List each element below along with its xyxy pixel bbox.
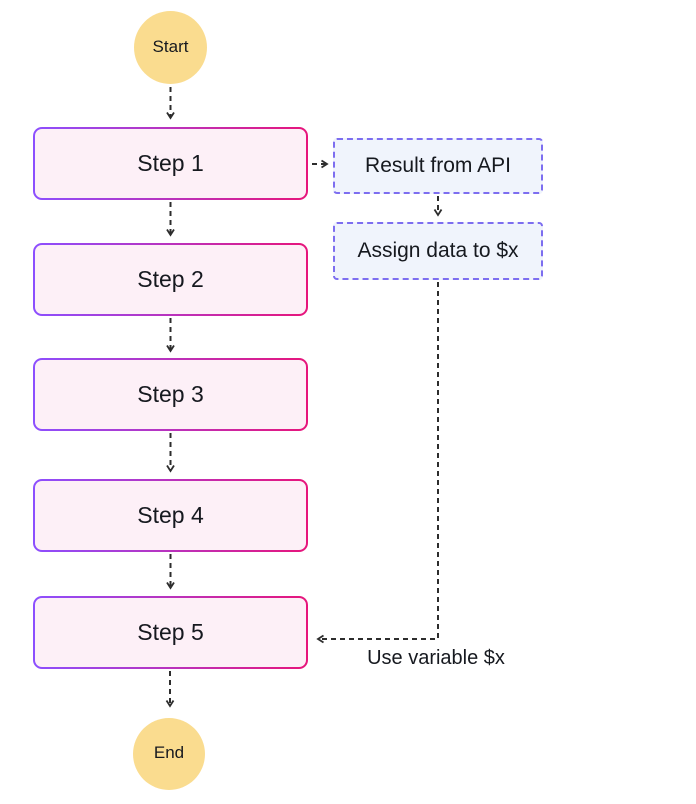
step-3-label: Step 3	[35, 360, 306, 429]
step-4-node: Step 4	[33, 479, 308, 552]
step-1-label: Step 1	[35, 129, 306, 198]
step-5-node: Step 5	[33, 596, 308, 669]
step-5-label: Step 5	[35, 598, 306, 667]
use-variable-edge-label: Use variable $x	[367, 647, 505, 669]
assign-data-node: Assign data to $x	[333, 222, 543, 280]
arrow-assign-to-step5	[316, 282, 439, 644]
assign-data-label: Assign data to $x	[357, 239, 519, 262]
step-3-node: Step 3	[33, 358, 308, 431]
result-from-api-node: Result from API	[333, 138, 543, 194]
end-node: End	[133, 718, 205, 790]
end-label: End	[153, 743, 185, 762]
start-node: Start	[134, 11, 207, 84]
step-2-node: Step 2	[33, 243, 308, 316]
result-from-api-label: Result from API	[365, 154, 511, 177]
step-4-label: Step 4	[35, 481, 306, 550]
start-label: Start	[152, 36, 189, 56]
step-2-label: Step 2	[35, 245, 306, 314]
step-1-node: Step 1	[33, 127, 308, 200]
